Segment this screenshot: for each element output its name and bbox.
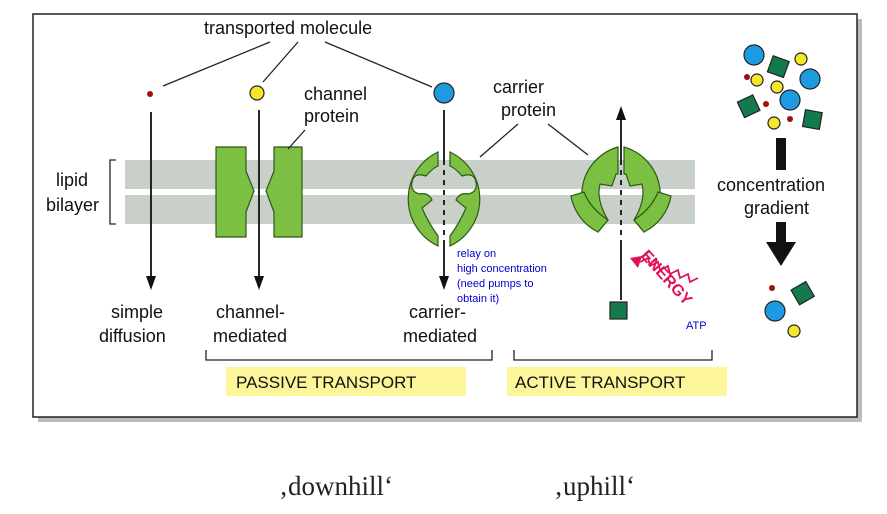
simple-diffusion-label-2: diffusion (99, 326, 166, 346)
lipid-bilayer-label: lipid (56, 170, 88, 190)
passive-bracket (205, 350, 493, 361)
simple-diffusion-label: simple (111, 302, 163, 322)
carrier-protein-label: carrier (493, 77, 544, 97)
gradient-bar-top (776, 138, 786, 170)
lipid-bilayer-label-2: bilayer (46, 195, 99, 215)
annotation-line-1: relay on (457, 248, 496, 260)
carrier-mediated-arrow (439, 110, 449, 290)
uphill-caption: ‚uphill‘ (554, 471, 635, 501)
downhill-caption: ‚downhill‘ (279, 471, 393, 501)
gradient-arrow (766, 222, 796, 266)
energy-zigzag (639, 256, 699, 284)
carrier-mediated-label: carrier- (409, 302, 466, 322)
energy-arrowhead (630, 256, 642, 268)
carrier-mediated-label-2: mediated (403, 326, 477, 346)
high-concentration-cluster (736, 44, 823, 131)
channel-protein-label: channel (304, 84, 367, 104)
channel-protein-label-2: protein (304, 106, 359, 126)
atp-label: ATP (686, 320, 707, 332)
annotation-line-4: obtain it) (457, 293, 499, 305)
square-molecule-active (609, 301, 628, 320)
concentration-gradient-label-2: gradient (744, 198, 809, 218)
channel-protein-pointer (287, 129, 306, 150)
concentration-gradient-label: concentration (717, 175, 825, 195)
yellow-molecule (249, 85, 265, 101)
carrier-protein-passive (407, 151, 481, 247)
lipid-bilayer-bracket (109, 159, 116, 225)
simple-diffusion-arrow (146, 112, 156, 290)
transported-molecule-label: transported molecule (204, 18, 372, 38)
passive-transport-label: PASSIVE TRANSPORT (236, 373, 416, 392)
active-transport-label: ACTIVE TRANSPORT (515, 373, 685, 392)
channel-mediated-label-2: mediated (213, 326, 287, 346)
carrier-protein-label-2: protein (501, 100, 556, 120)
channel-mediated-arrow (254, 110, 264, 290)
carrier-protein-active (570, 146, 672, 233)
active-bracket (513, 350, 713, 361)
low-concentration-cluster (764, 280, 816, 338)
passive-transport-banner (226, 367, 466, 396)
annotation-line-3: (need pumps to (457, 278, 533, 290)
annotation-line-2: high concentration (457, 263, 547, 275)
active-transport-banner (507, 367, 727, 396)
channel-mediated-label: channel- (216, 302, 285, 322)
small-red-molecule (147, 91, 153, 97)
blue-molecule (433, 82, 455, 104)
transported-molecule-pointers (162, 41, 433, 88)
active-transport-arrow (616, 106, 626, 300)
carrier-protein-pointers (479, 123, 589, 158)
channel-protein (215, 146, 303, 238)
